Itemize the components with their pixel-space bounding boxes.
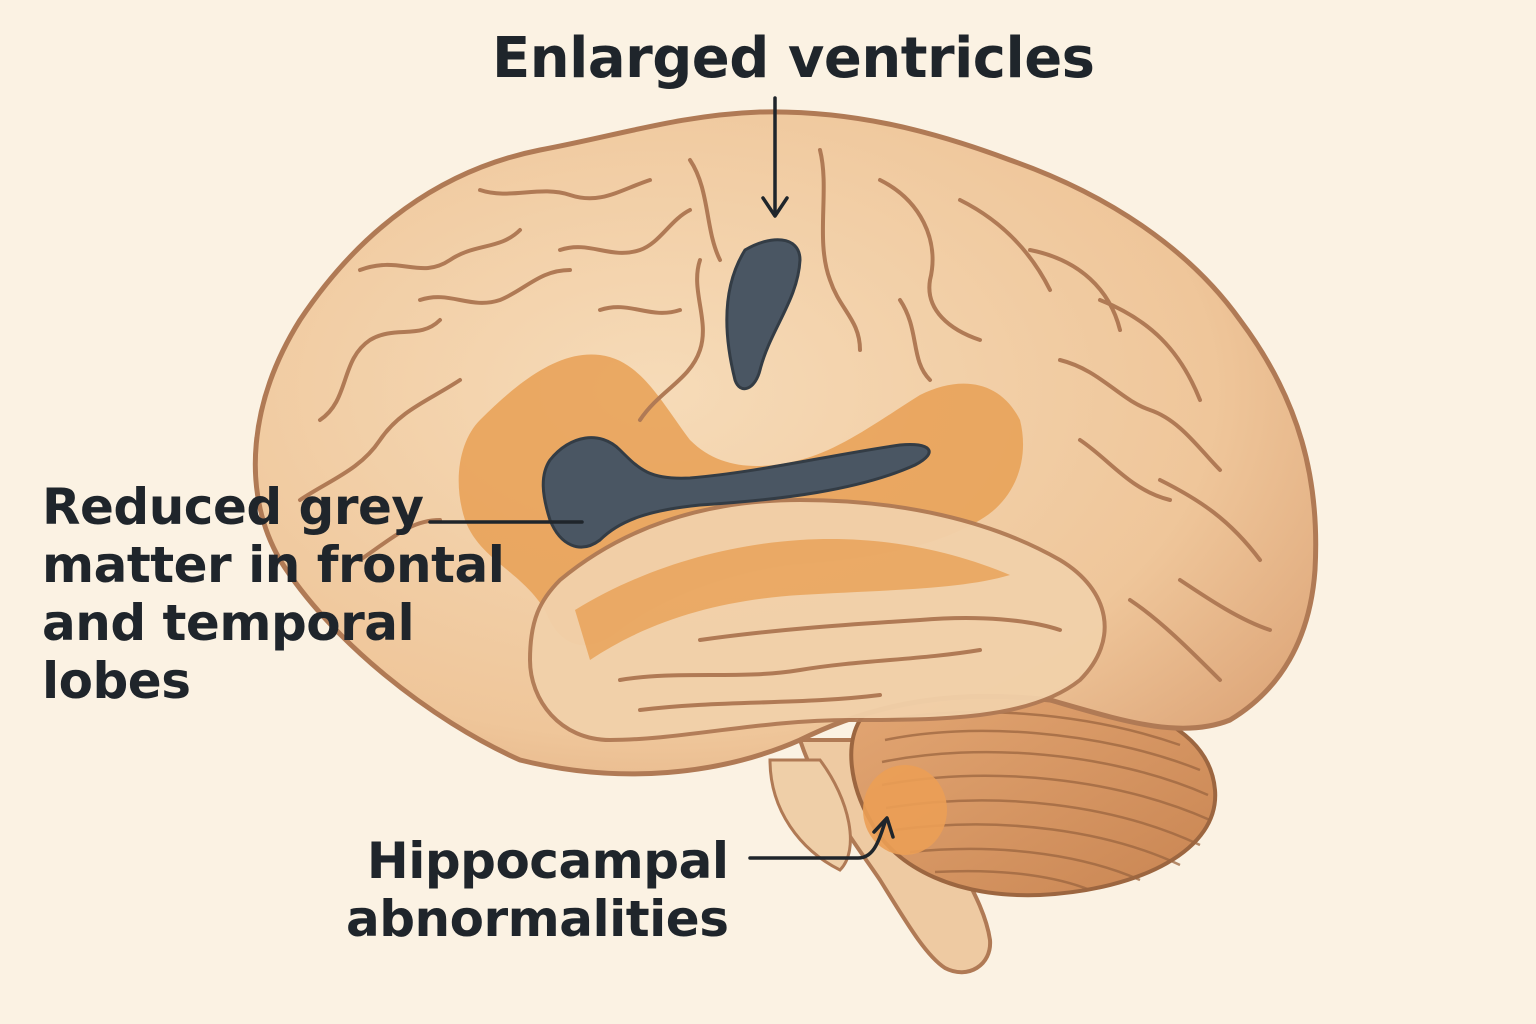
temporal-highlight (575, 539, 1010, 660)
pointer-lines (428, 96, 895, 860)
hippocampus-arrowhead (872, 816, 895, 839)
label-line: and temporal (42, 594, 415, 652)
ventricles-arrowhead (761, 196, 789, 218)
label-enlarged-ventricles: Enlarged ventricles (492, 28, 1095, 90)
label-line: Reduced grey (42, 478, 424, 536)
sulci-lines (298, 148, 1272, 712)
label-line: Enlarged ventricles (492, 26, 1095, 91)
ventricle-lower (541, 436, 931, 549)
brainstem-lower-left (768, 758, 852, 872)
label-line: lobes (42, 652, 191, 710)
label-hippocampal-abnormalities: Hippocampal abnormalities (346, 832, 729, 948)
label-line: Hippocampal (366, 832, 729, 890)
hippocampus-pointer (748, 820, 887, 860)
ventricle-upper (725, 238, 802, 391)
label-reduced-grey-matter: Reduced grey matter in frontal and tempo… (42, 478, 505, 710)
label-line: matter in frontal (42, 536, 505, 594)
hippocampus-region (863, 765, 947, 855)
label-line: abnormalities (346, 890, 729, 948)
